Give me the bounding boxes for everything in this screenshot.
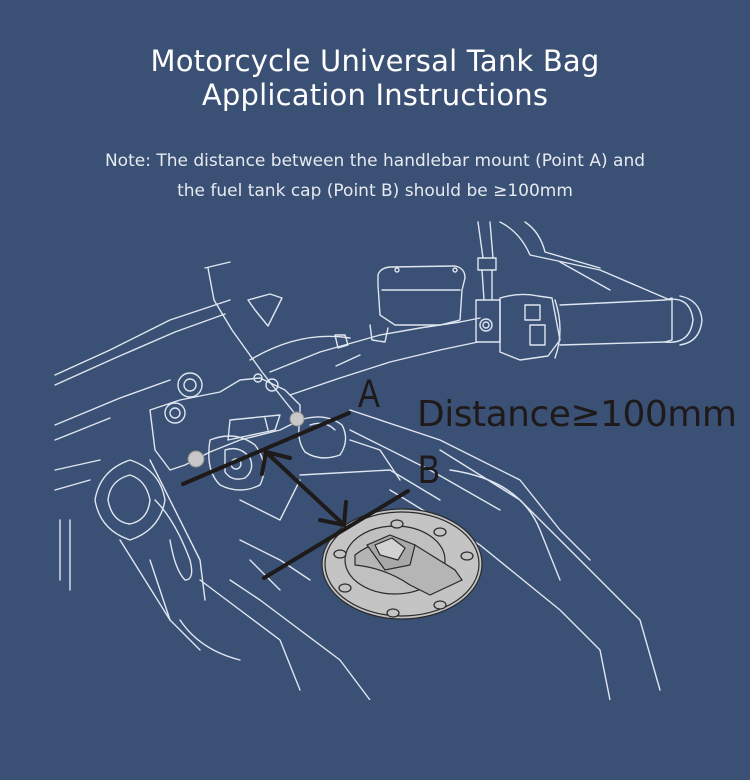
fuel-tank-cap [321,508,483,620]
note-line-1: Note: The distance between the handlebar… [104,151,646,171]
motorcycle-line-diagram [54,221,703,700]
bolt-heads [187,411,305,468]
measurement-lines [181,411,410,580]
page-title: Motorcycle Universal Tank Bag Applicatio… [0,44,750,112]
title-line-1: Motorcycle Universal Tank Bag [150,44,600,78]
title-line-2: Application Instructions [201,78,549,112]
distance-label: Distance≥100mm [417,394,737,435]
note-text: Note: The distance between the handlebar… [40,146,710,206]
point-b-label: B [418,448,440,492]
note-line-2: the fuel tank cap (Point B) should be ≥1… [177,181,573,201]
point-a-label: A [358,372,380,416]
